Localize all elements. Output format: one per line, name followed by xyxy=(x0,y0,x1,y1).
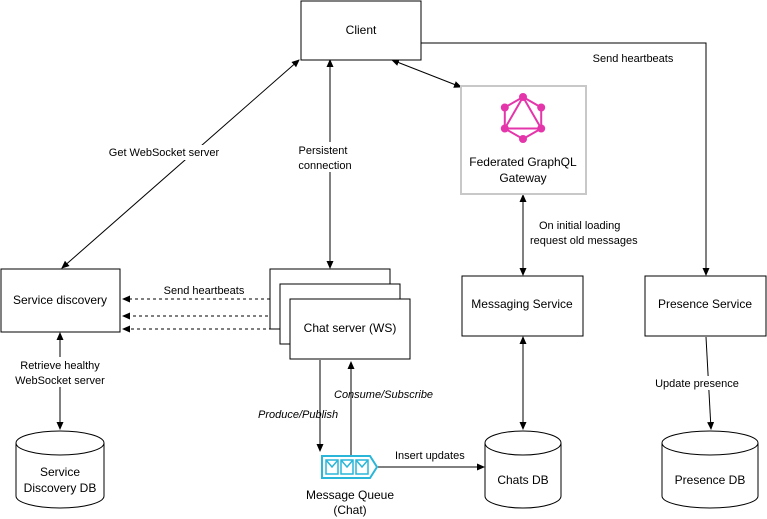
presence-db-label: Presence DB xyxy=(675,473,746,487)
service-discovery-node xyxy=(0,268,121,333)
label-retrieve-1: Retrieve healthy xyxy=(20,360,100,372)
sd-db-label-1: Service xyxy=(40,465,80,479)
label-persistent-1: Persistent xyxy=(299,145,348,157)
label-persistent-2: connection xyxy=(298,160,351,172)
messaging-service-node xyxy=(461,275,584,337)
edge-client-presence-service xyxy=(421,42,710,276)
label-consume-subscribe: Consume/Subscribe xyxy=(334,389,433,401)
client-node xyxy=(300,0,422,61)
label-insert-updates: Insert updates xyxy=(395,450,465,462)
label-bg xyxy=(160,283,250,297)
gateway-label-1: Federated GraphQL xyxy=(469,155,577,169)
label-bg xyxy=(12,357,112,387)
label-retrieve-2: WebSocket server xyxy=(15,375,105,387)
service-discovery-label: Service discovery xyxy=(13,293,107,307)
chat-server-node xyxy=(289,298,411,360)
chats-db-label: Chats DB xyxy=(497,473,548,487)
edge-client-service-discovery xyxy=(61,59,300,269)
label-bg xyxy=(590,51,680,66)
graphql-logo-icon xyxy=(500,93,546,143)
label-initial-loading-1: On initial loading xyxy=(539,220,620,232)
label-send-heartbeats-client: Send heartbeats xyxy=(593,53,674,65)
sd-db-label-2: Discovery DB xyxy=(24,481,97,495)
presence-db-node xyxy=(661,430,759,509)
messaging-service-label: Messaging Service xyxy=(471,297,573,311)
label-bg xyxy=(295,142,365,172)
label-update-presence: Update presence xyxy=(655,378,739,390)
gateway-label-2: Gateway xyxy=(499,171,546,185)
label-produce-publish: Produce/Publish xyxy=(258,409,338,421)
label-bg xyxy=(650,376,746,390)
label-bg xyxy=(104,145,224,160)
presence-service-node xyxy=(644,275,767,337)
label-initial-loading-2: request old messages xyxy=(530,235,638,247)
message-queue-icon xyxy=(321,455,379,479)
presence-service-label: Presence Service xyxy=(658,297,752,311)
mq-label-1: Message Queue xyxy=(306,488,394,502)
label-send-heartbeats-chat: Send heartbeats xyxy=(164,285,245,297)
chat-server-label: Chat server (WS) xyxy=(304,321,397,335)
mq-label-2: (Chat) xyxy=(333,503,366,517)
client-label: Client xyxy=(346,23,377,37)
edge-client-gateway xyxy=(391,59,462,88)
label-get-websocket-server: Get WebSocket server xyxy=(109,147,220,159)
chats-db-node xyxy=(484,430,562,509)
service-discovery-db-node xyxy=(15,430,105,509)
